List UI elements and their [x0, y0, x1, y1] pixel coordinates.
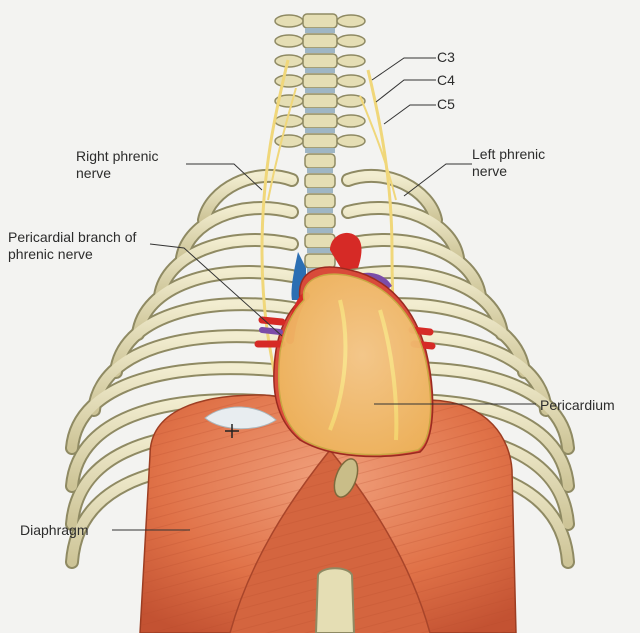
- label-pericardial-branch-line1: Pericardial branch of: [8, 229, 137, 245]
- rib-highlight: [343, 235, 485, 301]
- intervertebral-disc: [305, 68, 335, 73]
- transverse-process: [274, 134, 304, 148]
- rib-highlight: [133, 267, 297, 339]
- vertebra: [302, 113, 338, 129]
- intervertebral-disc: [307, 208, 333, 213]
- intervertebral-disc: [305, 148, 335, 153]
- transverse-process: [336, 14, 366, 28]
- transverse-process: [274, 74, 304, 88]
- pericardium: [277, 273, 432, 456]
- intervertebral-disc: [307, 248, 333, 253]
- label-diaphragm: Diaphragm: [20, 522, 89, 538]
- transverse-process: [274, 34, 304, 48]
- label-c5: C5: [437, 96, 455, 112]
- rib-highlight: [155, 235, 297, 301]
- diaphragm: [139, 394, 517, 633]
- crosshair-cursor-icon: [225, 424, 239, 438]
- vertebra: [304, 213, 336, 229]
- intervertebral-disc: [307, 228, 333, 233]
- transverse-process: [274, 14, 304, 28]
- intervertebral-disc: [307, 168, 333, 173]
- label-left-phrenic-line1: Left phrenic: [472, 146, 546, 162]
- transverse-process: [336, 134, 366, 148]
- vertebra: [304, 153, 336, 169]
- label-left-phrenic-line2: nerve: [472, 163, 508, 179]
- transverse-process: [336, 54, 366, 68]
- rib-highlight: [111, 299, 297, 377]
- vertebra: [302, 13, 338, 29]
- transverse-process: [336, 114, 366, 128]
- intervertebral-disc: [307, 188, 333, 193]
- vertebra: [302, 93, 338, 109]
- vertebra: [304, 193, 336, 209]
- vertebra: [302, 53, 338, 69]
- label-left-phrenic-nerve: Left phrenic nerve: [472, 146, 545, 180]
- rib-highlight: [343, 171, 441, 225]
- vertebra: [304, 253, 336, 269]
- label-pericardium: Pericardium: [540, 397, 615, 413]
- intervertebral-disc: [305, 48, 335, 53]
- rib-highlight: [67, 363, 297, 453]
- label-pericardial-branch: Pericardial branch of phrenic nerve: [8, 229, 136, 263]
- label-c4: C4: [437, 72, 455, 88]
- intervertebral-disc: [305, 88, 335, 93]
- transverse-process: [336, 94, 366, 108]
- vertebra: [302, 33, 338, 49]
- rib-highlight: [177, 203, 297, 263]
- rib-cage-highlight: [67, 171, 573, 567]
- vertebra: [302, 133, 338, 149]
- label-right-phrenic-line2: nerve: [76, 165, 112, 181]
- label-pericardial-branch-line2: phrenic nerve: [8, 246, 93, 262]
- rib-highlight: [343, 203, 463, 263]
- vertebra: [304, 173, 336, 189]
- rib-highlight: [199, 171, 297, 225]
- transverse-process: [336, 74, 366, 88]
- leader-lines: [112, 57, 536, 531]
- label-right-phrenic-nerve: Right phrenic nerve: [76, 148, 159, 182]
- rib-highlight: [89, 331, 297, 415]
- label-c3: C3: [437, 49, 455, 65]
- intervertebral-disc: [305, 108, 335, 113]
- rib-highlight: [343, 267, 507, 339]
- vertebra: [302, 73, 338, 89]
- transverse-process: [336, 34, 366, 48]
- intervertebral-disc: [305, 128, 335, 133]
- label-right-phrenic-line1: Right phrenic: [76, 148, 159, 164]
- transverse-process: [274, 94, 304, 108]
- intervertebral-disc: [305, 28, 335, 33]
